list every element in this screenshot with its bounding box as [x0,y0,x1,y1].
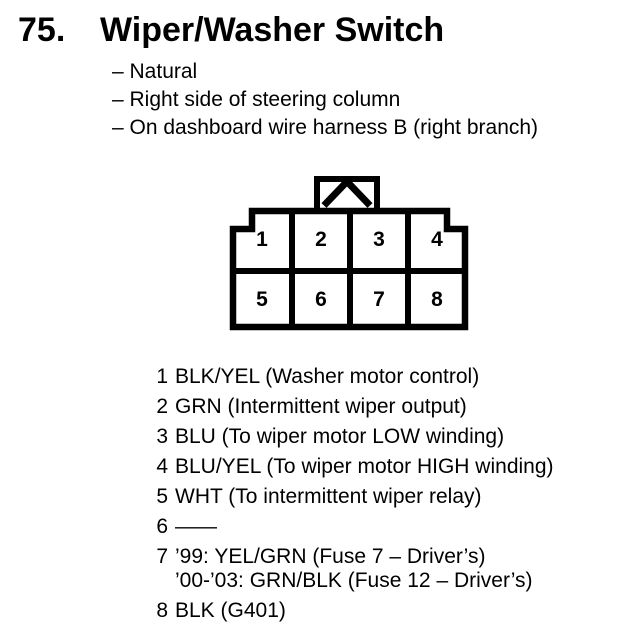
connector-pinout-diagram: 1 2 3 4 5 6 7 8 [229,176,469,331]
latch-chevron-icon [321,176,373,208]
pin-description: WHT (To intermittent wiper relay) [175,485,482,508]
pin-description: BLU/YEL (To wiper motor HIGH winding) [175,455,554,478]
pin-number: 5 [156,485,168,508]
pin-description: GRN (Intermittent wiper output) [175,395,467,418]
note-list: – Natural – Right side of steering colum… [112,61,538,145]
pin-description: BLU (To wiper motor LOW winding) [175,425,505,448]
pin-row: 2 GRN (Intermittent wiper output) [148,396,554,417]
cavity-label: 7 [373,288,385,311]
pin-number: 1 [156,365,168,388]
pin-description-continuation: ’00-’03: GRN/BLK (Fuse 12 – Driver’s) [175,569,533,592]
pin-number: 4 [156,455,168,478]
pin-description: BLK (G401) [175,599,286,622]
section-title: Wiper/Washer Switch [100,11,445,49]
cavity-label: 4 [431,228,443,251]
section-number: 75. [18,11,66,49]
pin-row: 1 BLK/YEL (Washer motor control) [148,366,554,387]
cavity-label: 3 [373,228,385,251]
pin-number: 8 [156,599,168,622]
pin-number: 7 [156,545,168,568]
pin-number: 3 [156,425,168,448]
note-item: – On dashboard wire harness B (right bra… [112,116,539,139]
pin-row: 4 BLU/YEL (To wiper motor HIGH winding) [148,455,554,478]
pin-row: 6 —— [148,516,554,537]
cavity-label: 2 [315,228,327,251]
pin-description: —— [175,515,217,538]
pin-number: 2 [156,395,168,418]
pin-row: 8 BLK (G401) [148,600,554,621]
pin-description: BLK/YEL (Washer motor control) [175,365,480,388]
pin-row: 3 BLU (To wiper motor LOW winding) [148,426,554,447]
cavity-label: 6 [315,288,327,311]
section-header: 75. Wiper/Washer Switch [18,10,444,50]
pin-row: 5 WHT (To intermittent wiper relay) [148,486,554,507]
cavity-label: 1 [256,228,268,251]
pin-list: 1 BLK/YEL (Washer motor control) 2 GRN (… [148,366,554,630]
note-item: – Natural [112,60,198,83]
pin-row: 7 ’99: YEL/GRN (Fuse 7 – Driver’s) ’00-’… [148,546,554,591]
pin-number: 6 [156,515,168,538]
cavity-label: 5 [256,288,268,311]
pin-description-line: ’99: YEL/GRN (Fuse 7 – Driver’s) [175,545,486,568]
note-item: – Right side of steering column [112,88,401,111]
pin-description: ’99: YEL/GRN (Fuse 7 – Driver’s) ’00-’03… [175,546,533,591]
cavity-label: 8 [431,288,443,311]
